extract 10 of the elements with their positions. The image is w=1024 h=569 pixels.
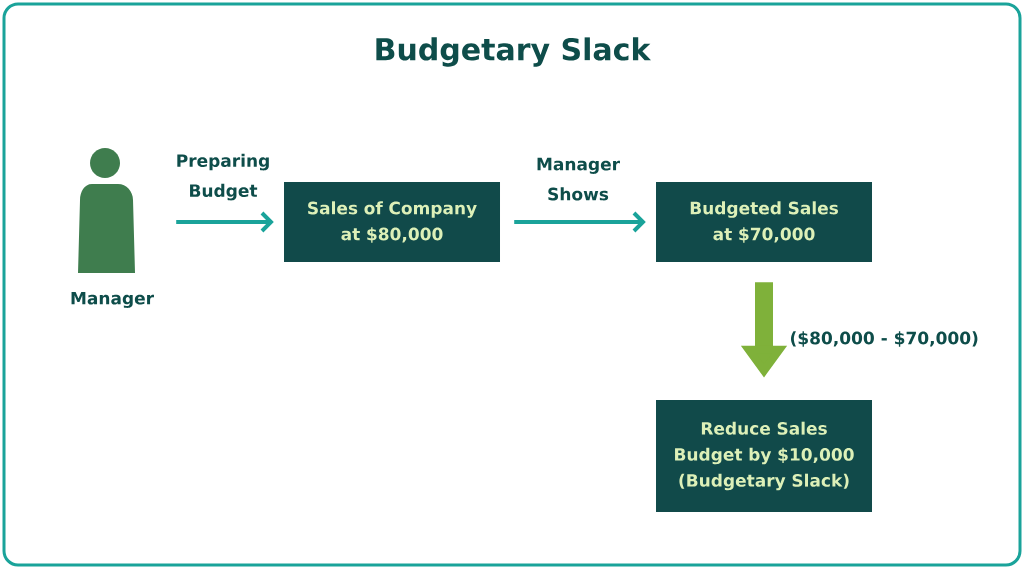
edge-label: Preparing Budget: [177, 153, 269, 201]
process-box: Budgeted Sales at $70,000: [656, 182, 872, 262]
manager-label: Manager: [71, 291, 154, 308]
process-box: Sales of Company at $80,000: [284, 182, 500, 262]
edge-label: ($80,000 - $70,000): [791, 331, 978, 347]
title: Budgetary Slack: [376, 37, 651, 67]
process-box: Reduce Sales Budget by $10,000 (Budgetary Slack): [656, 400, 872, 512]
arrow: [514, 211, 646, 233]
edge-label: Manager Shows: [537, 157, 620, 201]
arrow: [176, 211, 274, 233]
